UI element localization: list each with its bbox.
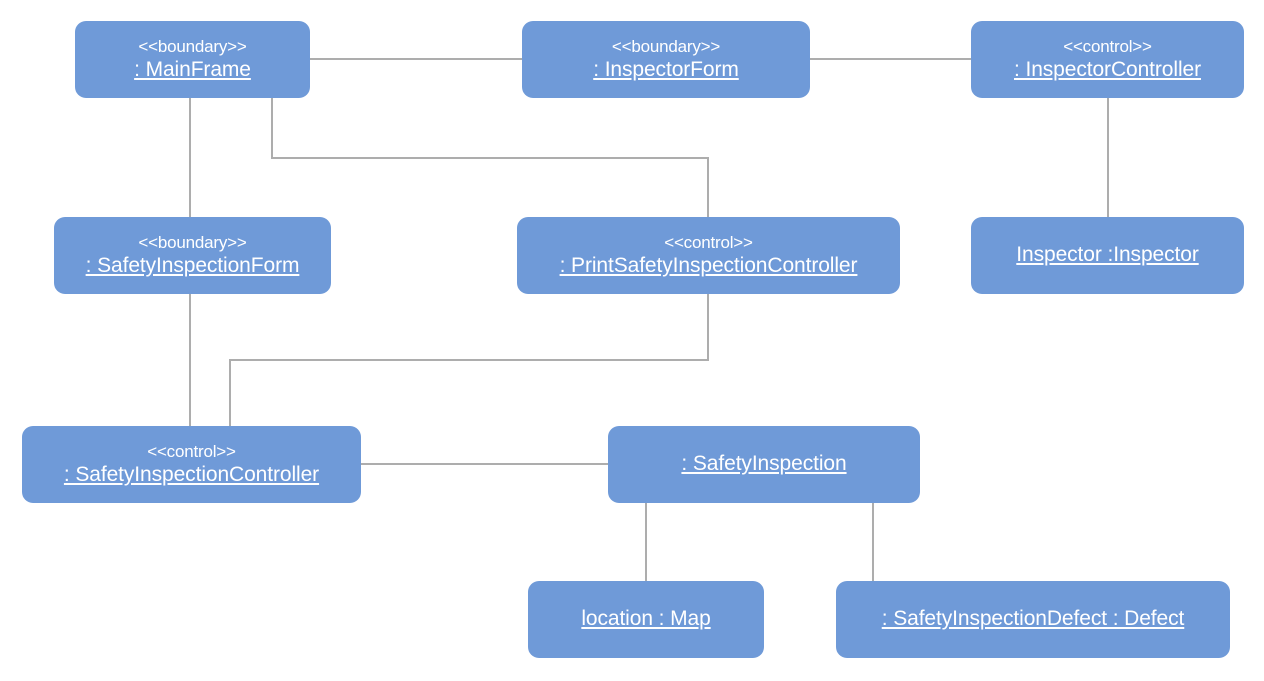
uml-object-safetyinspectiondefect[interactable]: : SafetyInspectionDefect : Defect xyxy=(836,581,1230,658)
uml-object-safetyinspection[interactable]: : SafetyInspection xyxy=(608,426,920,503)
uml-object-inspectorcontroller[interactable]: <<control>>: InspectorController xyxy=(971,21,1244,98)
uml-object-inspectorform[interactable]: <<boundary>>: InspectorForm xyxy=(522,21,810,98)
uml-object-printsafetyinspectioncontroller[interactable]: <<control>>: PrintSafetyInspectionContro… xyxy=(517,217,900,294)
stereotype-label: <<control>> xyxy=(147,441,236,461)
uml-object-inspector[interactable]: Inspector :Inspector xyxy=(971,217,1244,294)
connector-mainframe-printsafetyinspectioncontroller xyxy=(271,98,709,217)
stereotype-label: <<boundary>> xyxy=(138,232,247,252)
connector-printsafetyinspectioncontroller-safetyinspectioncontroller xyxy=(229,294,709,426)
instance-name-label: : SafetyInspection xyxy=(681,452,847,476)
uml-object-safetyinspectioncontroller[interactable]: <<control>>: SafetyInspectionController xyxy=(22,426,361,503)
stereotype-label: <<boundary>> xyxy=(138,36,247,56)
instance-name-label: : SafetyInspectionDefect : Defect xyxy=(881,607,1185,631)
uml-object-mainframe[interactable]: <<boundary>>: MainFrame xyxy=(75,21,310,98)
stereotype-label: <<control>> xyxy=(1063,36,1152,56)
instance-name-label: : InspectorController xyxy=(1014,57,1201,81)
instance-name-label: : PrintSafetyInspectionController xyxy=(559,253,858,277)
stereotype-label: <<control>> xyxy=(664,232,753,252)
instance-name-label: : SafetyInspectionController xyxy=(63,462,320,486)
stereotype-label: <<boundary>> xyxy=(611,36,721,56)
instance-name-label: location : Map xyxy=(581,607,711,631)
uml-object-safetyinspectionform[interactable]: <<boundary>>: SafetyInspectionForm xyxy=(54,217,331,294)
instance-name-label: : InspectorForm xyxy=(593,57,739,81)
instance-name-label: Inspector :Inspector xyxy=(1016,243,1199,267)
uml-object-locationmap[interactable]: location : Map xyxy=(528,581,764,658)
instance-name-label: : MainFrame xyxy=(134,57,251,81)
instance-name-label: : SafetyInspectionForm xyxy=(85,253,300,277)
